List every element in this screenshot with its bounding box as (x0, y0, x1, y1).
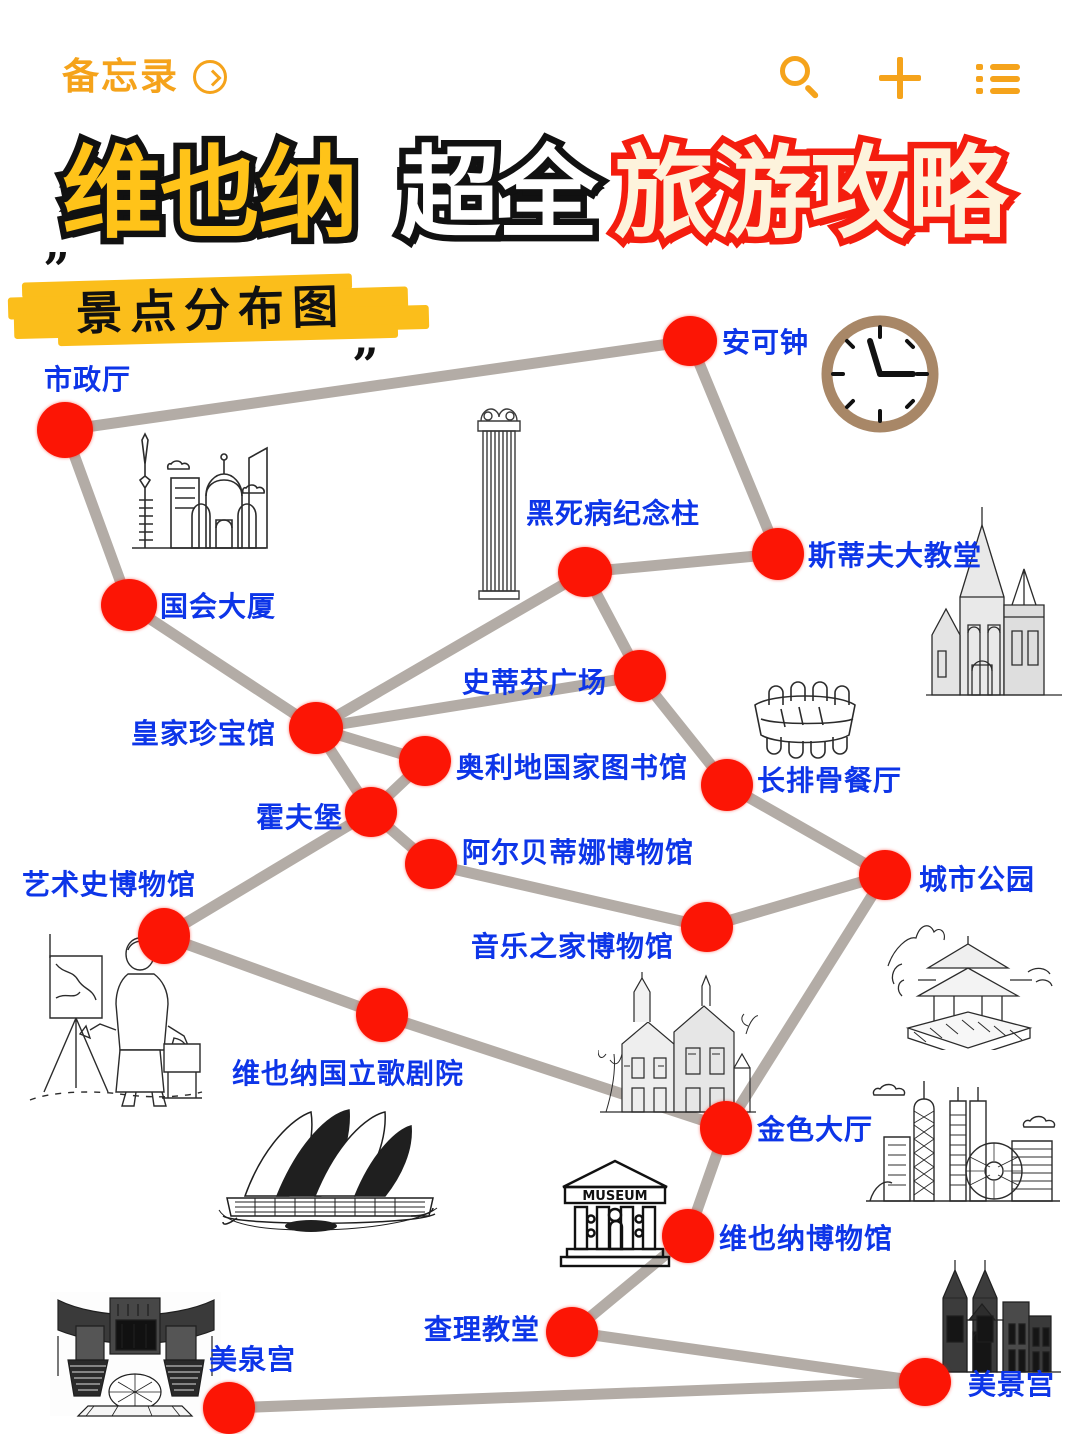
map-node-wienmuseum[interactable] (662, 1209, 714, 1263)
map-label-stateopera: 维也纳国立歌剧院 (232, 1057, 465, 1090)
city-skyline-illustration (118, 430, 278, 558)
svg-text:MUSEUM: MUSEUM (582, 1189, 647, 1204)
app-header: 备忘录 (0, 0, 1080, 132)
painter-illustration (22, 920, 212, 1110)
map-label-schonbrunn: 美泉宫 (209, 1343, 297, 1376)
map-label-rathaus: 市政厅 (44, 363, 132, 396)
map-edge (684, 335, 784, 560)
map-node-ribs[interactable] (701, 759, 753, 811)
map-label-houseofmusic: 音乐之家博物馆 (471, 930, 675, 963)
map-label-stadtpark: 城市公园 (919, 863, 1036, 896)
map-node-natlibrary[interactable] (399, 736, 451, 786)
map-node-treasury[interactable] (289, 702, 343, 754)
plus-icon[interactable] (876, 54, 924, 102)
map-node-arthistory[interactable] (138, 908, 190, 964)
map-label-belvedere: 美景宫 (968, 1368, 1056, 1401)
attraction-map: MUSEUM (0, 300, 1080, 1434)
map-edge (701, 869, 891, 933)
map-label-arthistory: 艺术史博物馆 (22, 868, 197, 901)
map-edge (223, 1376, 931, 1413)
ribs-illustration (735, 675, 875, 761)
search-icon[interactable] (778, 54, 826, 102)
map-edge (566, 1326, 931, 1388)
map-node-stadtpark[interactable] (859, 850, 911, 900)
map-node-belvedere[interactable] (899, 1358, 951, 1406)
map-node-houseofmusic[interactable] (681, 902, 733, 952)
map-edge (721, 779, 891, 881)
map-label-natlibrary: 奥利地国家图书馆 (456, 751, 689, 784)
map-node-stephansdom[interactable] (752, 528, 804, 580)
title-part-guide: 旅游攻略 (608, 129, 1015, 258)
map-node-musikverein[interactable] (700, 1101, 752, 1155)
list-icon[interactable] (974, 54, 1022, 102)
map-label-ribs: 长排骨餐厅 (757, 764, 903, 797)
cathedral-illustration (912, 505, 1072, 700)
notes-label: 备忘录 (62, 56, 179, 97)
mansion-illustration (598, 972, 758, 1117)
map-label-hofburg: 霍夫堡 (256, 801, 344, 834)
map-edge (158, 806, 377, 942)
map-label-stephansplatz: 史蒂芬广场 (462, 666, 608, 699)
map-edge (579, 548, 784, 578)
quote-open-mark: „ (44, 216, 71, 270)
map-edge (720, 869, 891, 1134)
page-title: 维也纳 超全 旅游攻略 (0, 129, 1080, 258)
modern-city-illustration (862, 1075, 1062, 1210)
palace-illustration (48, 1290, 223, 1418)
map-label-plague-column: 黑死病纪念柱 (526, 497, 701, 530)
pavilion-illustration (878, 910, 1058, 1050)
map-edge (310, 670, 646, 734)
map-label-albertina: 阿尔贝蒂娜博物馆 (462, 836, 695, 869)
clock-illustration (815, 309, 945, 439)
map-edge (123, 599, 322, 734)
map-label-karlskirche: 查理教堂 (424, 1313, 541, 1346)
map-edge (59, 335, 696, 436)
map-node-hofburg[interactable] (345, 787, 397, 837)
chevron-right-circle-icon[interactable] (193, 59, 227, 94)
header-actions (778, 54, 1022, 102)
title-part-complete: 超全 (394, 129, 605, 258)
map-label-ankeruhr: 安可钟 (722, 326, 810, 359)
map-node-plague-column[interactable] (558, 547, 612, 597)
map-label-stephansdom: 斯蒂夫大教堂 (808, 539, 983, 572)
map-node-ankeruhr[interactable] (663, 316, 717, 366)
museum-illustration: MUSEUM (553, 1153, 678, 1273)
map-node-stateopera[interactable] (356, 988, 408, 1042)
opera-house-illustration (215, 1100, 445, 1232)
map-node-albertina[interactable] (405, 839, 457, 889)
column-illustration (472, 403, 526, 603)
notes-entry-button[interactable]: 备忘录 (62, 58, 227, 95)
gothic-church-illustration (925, 1258, 1065, 1378)
map-edge (158, 930, 388, 1021)
map-label-musikverein: 金色大厅 (757, 1113, 874, 1146)
map-label-parliament: 国会大厦 (160, 590, 277, 623)
title-part-city: 维也纳 (56, 129, 365, 258)
map-node-parliament[interactable] (101, 579, 157, 631)
map-edge (310, 566, 591, 734)
map-node-karlskirche[interactable] (546, 1307, 598, 1357)
map-node-rathaus[interactable] (37, 402, 93, 458)
map-node-stephansplatz[interactable] (614, 650, 666, 702)
map-edge (425, 858, 713, 933)
map-node-schonbrunn[interactable] (203, 1382, 255, 1434)
map-label-treasury: 皇家珍宝馆 (131, 717, 277, 750)
map-label-wienmuseum: 维也纳博物馆 (719, 1222, 894, 1255)
map-edge (59, 424, 135, 611)
